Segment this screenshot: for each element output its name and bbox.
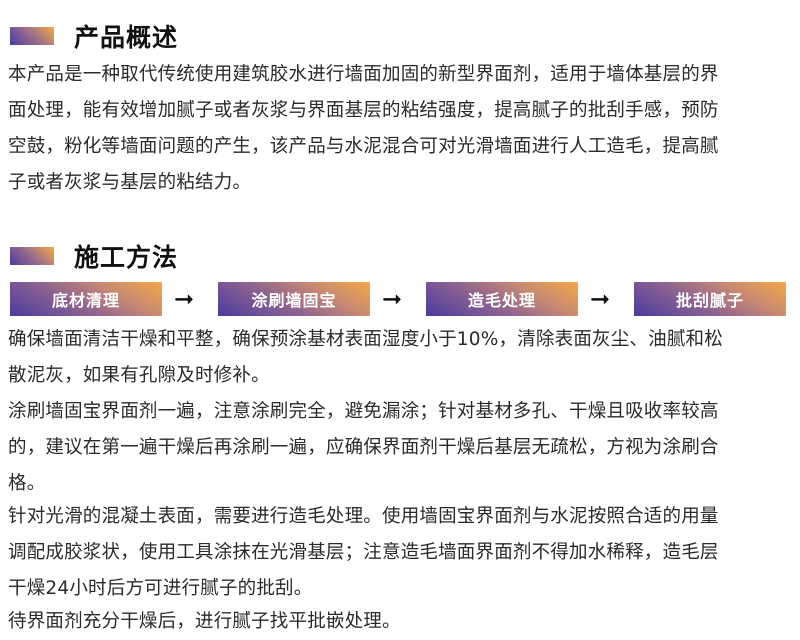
method-line-8: 干燥24小时后方可进行腻子的批刮。 [8, 578, 313, 599]
overview-line-3: 空鼓，粉化等墙面问题的产生，该产品与水泥混合可对光滑墙面进行人工造毛，提高腻 [8, 136, 719, 157]
overview-line-4: 子或者灰浆与基层的粘结力。 [8, 172, 252, 193]
overview-heading: 产品概述 [10, 18, 178, 54]
process-flow: 底材清理 ➞ 涂刷墙固宝 ➞ 造毛处理 ➞ 批刮腻子 [0, 282, 800, 316]
method-heading: 施工方法 [10, 238, 178, 274]
method-line-6: 针对光滑的混凝土表面，需要进行造毛处理。使用墙固宝界面剂与水泥按照合适的用量 [8, 506, 719, 527]
step-apply-primer: 涂刷墙固宝 [218, 282, 370, 316]
arrow-right-icon: ➞ [382, 285, 403, 313]
method-line-5: 格。 [8, 473, 46, 494]
step-substrate-cleaning: 底材清理 [10, 282, 162, 316]
method-line-4: 的，建议在第一遍干燥后再涂刷一遍，应确保界面剂干燥后基层无疏松，方视为涂刷合 [8, 437, 719, 458]
step-putty-scraping: 批刮腻子 [634, 282, 786, 316]
step-roughening: 造毛处理 [426, 282, 578, 316]
method-line-3: 涂刷墙固宝界面剂一遍，注意涂刷完全，避免漏涂；针对基材多孔、干燥且吸收率较高 [8, 401, 719, 422]
method-line-7: 调配成胶浆状，使用工具涂抹在光滑基层；注意造毛墙面界面剂不得加水稀释，造毛层 [8, 542, 719, 563]
arrow-right-icon: ➞ [590, 285, 611, 313]
arrow-right-icon: ➞ [174, 285, 195, 313]
heading-accent-bar [10, 247, 54, 265]
method-line-1: 确保墙面清洁干燥和平整，确保预涂基材表面湿度小于10%，清除表面灰尘、油腻和松 [8, 329, 723, 350]
heading-accent-bar [10, 27, 54, 45]
method-line-2: 散泥灰，如果有孔隙及时修补。 [8, 365, 270, 386]
overview-line-1: 本产品是一种取代传统使用建筑胶水进行墙面加固的新型界面剂，适用于墙体基层的界 [8, 64, 719, 85]
overview-title: 产品概述 [74, 23, 179, 52]
method-line-9: 待界面剂充分干燥后，进行腻子找平批嵌处理。 [8, 611, 401, 632]
overview-line-2: 面处理，能有效增加腻子或者灰浆与界面基层的粘结强度，提高腻子的批刮手感，预防 [8, 100, 719, 121]
method-title: 施工方法 [74, 243, 179, 272]
